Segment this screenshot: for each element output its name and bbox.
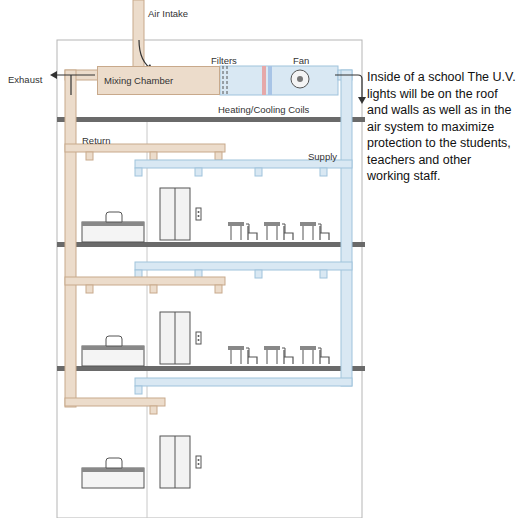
return-label-box: Return	[82, 130, 111, 148]
note-text-box: Inside of a school The U.V. lights will …	[367, 69, 517, 185]
coils-label: Heating/Cooling Coils	[218, 104, 309, 115]
supply-label: Supply	[308, 151, 337, 162]
air-intake-label-box: Air Intake	[148, 3, 188, 21]
note-text: Inside of a school The U.V. lights will …	[367, 69, 517, 185]
mixing-chamber-box: Mixing Chamber	[97, 66, 220, 95]
coils-label-box: Heating/Cooling Coils	[218, 99, 309, 117]
fan-label: Fan	[293, 55, 309, 66]
filters-label: Filters	[211, 55, 237, 66]
filters-label-box: Filters	[211, 50, 237, 68]
air-intake-label: Air Intake	[148, 8, 188, 19]
supply-label-box: Supply	[308, 146, 337, 164]
node-text: Mixing Chamber	[104, 75, 213, 86]
exhaust-label: Exhaust	[8, 74, 42, 85]
fan-label-box: Fan	[293, 50, 309, 68]
return-label: Return	[82, 135, 111, 146]
exhaust-label-box: Exhaust	[8, 69, 42, 87]
